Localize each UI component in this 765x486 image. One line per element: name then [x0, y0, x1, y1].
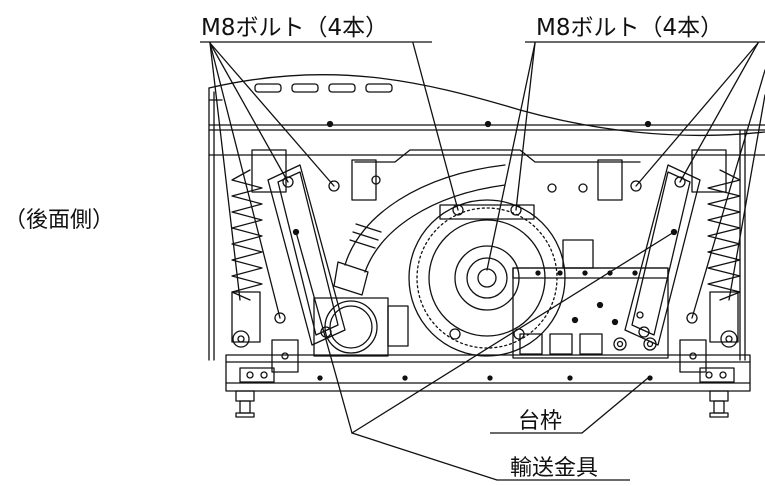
control-panel	[512, 239, 669, 359]
leader-base-frame	[581, 377, 649, 434]
label-rear-side: （後面側）	[4, 208, 115, 233]
leader-bolt-right-5	[691, 69, 765, 319]
leader-bolt-right-4	[635, 42, 759, 187]
leader-transport-left	[295, 231, 353, 434]
label-bolts-right: M8ボルト（4本）	[536, 15, 724, 41]
base-frame-drawing	[225, 339, 751, 418]
label-bolts-left: M8ボルト（4本）	[201, 15, 389, 41]
leader-bolt-right-2	[486, 42, 536, 271]
leader-bolt-left-4	[209, 42, 281, 319]
flexible-duct	[333, 164, 506, 296]
label-transport-bracket: 輸送金具	[510, 456, 599, 481]
leader-bolt-right-6	[728, 94, 765, 301]
leader-bolt-left-5	[412, 42, 459, 211]
left-spring	[231, 169, 263, 301]
exhaust-outlet	[313, 297, 409, 357]
leader-bolt-right-1	[515, 42, 536, 211]
leader-bolt-left-2	[209, 42, 289, 183]
leader-bolt-left-1	[209, 42, 241, 301]
leader-transport-junction	[351, 432, 498, 481]
leader-transport-right	[351, 231, 675, 434]
upper-crossmember	[326, 120, 652, 201]
housing-outline	[208, 73, 765, 361]
leader-bolt-right-3	[679, 42, 759, 183]
right-spring	[707, 169, 741, 301]
leader-bolt-left-3	[209, 42, 335, 187]
label-base-frame: 台枠	[518, 409, 563, 434]
left-transport-bracket	[231, 149, 346, 348]
right-transport-bracket	[624, 149, 739, 348]
